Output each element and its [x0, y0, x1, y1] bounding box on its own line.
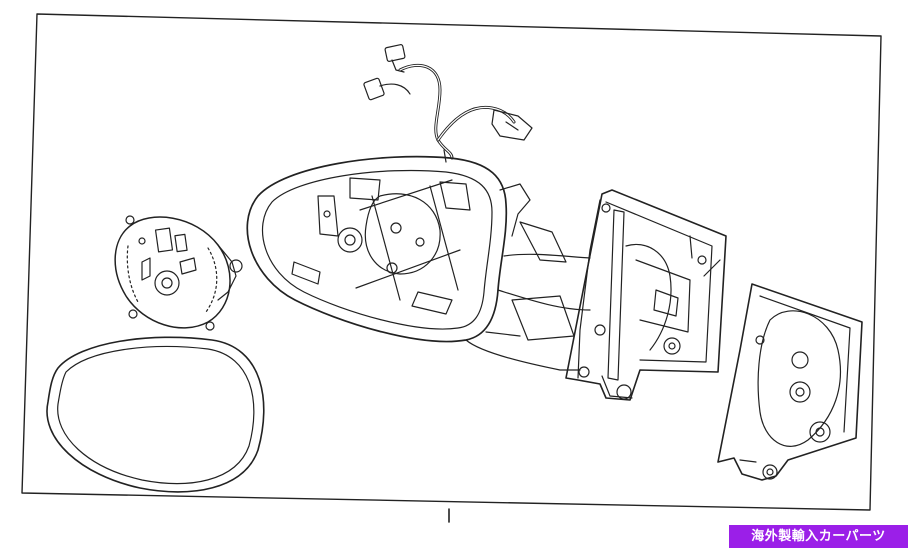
- actuator-motor: [115, 216, 242, 330]
- base-cover: [718, 284, 862, 480]
- seller-badge: 海外製輸入カーパーツ: [729, 525, 908, 548]
- mirror-glass: [47, 337, 264, 492]
- mounting-base: [566, 190, 726, 400]
- diagram-frame: [22, 14, 881, 510]
- mirror-housing: [247, 157, 590, 370]
- wiring-harness: [363, 44, 532, 162]
